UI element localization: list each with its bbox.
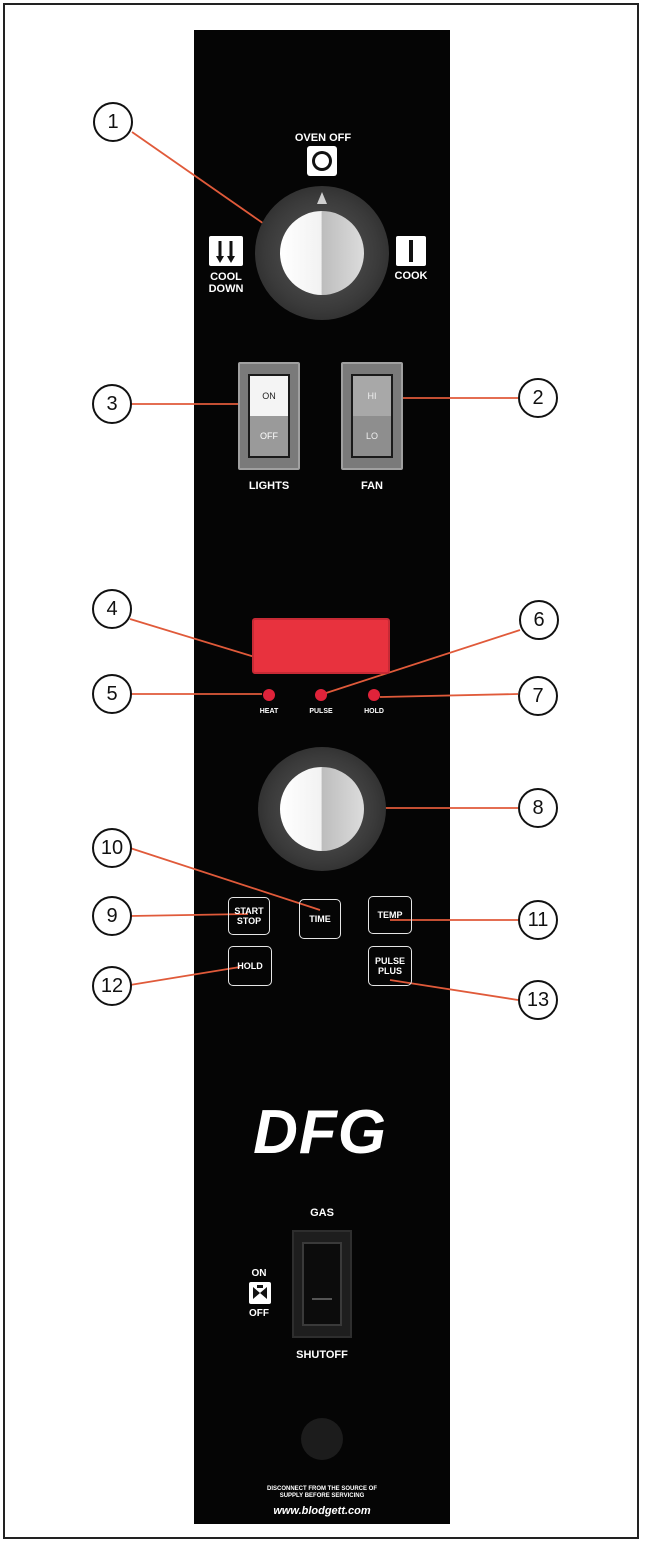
temp-button[interactable]: TEMP xyxy=(368,896,412,934)
oven-off-label: OVEN OFF xyxy=(294,132,352,144)
hold-led xyxy=(368,689,380,701)
hold-button[interactable]: HOLD xyxy=(228,946,272,986)
callout-10: 10 xyxy=(92,828,132,868)
start-stop-button[interactable]: START STOP xyxy=(228,897,270,935)
gas-valve-icon xyxy=(249,1282,271,1304)
gas-label: GAS xyxy=(310,1207,334,1219)
website-url: www.blodgett.com xyxy=(273,1505,371,1517)
gas-shutoff-switch[interactable] xyxy=(302,1242,342,1326)
fan-switch[interactable]: HI LO xyxy=(351,374,393,458)
time-button[interactable]: TIME xyxy=(299,899,341,939)
lights-off-segment: OFF xyxy=(250,416,288,456)
callout-12: 12 xyxy=(92,966,132,1006)
gas-on-label: ON xyxy=(251,1268,267,1279)
cook-label: COOK xyxy=(394,270,428,282)
pulse-label: PULSE xyxy=(309,708,333,715)
digital-display xyxy=(252,618,390,674)
callout-13: 13 xyxy=(518,980,558,1020)
pulse-led xyxy=(315,689,327,701)
heat-label: HEAT xyxy=(259,708,279,715)
shutoff-label: SHUTOFF xyxy=(296,1349,348,1361)
fan-lo-segment: LO xyxy=(353,416,391,456)
callout-2: 2 xyxy=(518,378,558,418)
oven-off-icon xyxy=(307,146,337,176)
service-port xyxy=(301,1418,343,1460)
mode-knob-pointer xyxy=(317,192,327,204)
lights-switch[interactable]: ON OFF xyxy=(248,374,290,458)
callout-5: 5 xyxy=(92,674,132,714)
leader-7 xyxy=(379,693,519,698)
lights-label: LIGHTS xyxy=(248,480,290,492)
leader-4 xyxy=(129,618,259,659)
cool-down-icon xyxy=(209,236,243,266)
cook-icon xyxy=(396,236,426,266)
mode-knob[interactable] xyxy=(280,211,364,295)
cool-down-label: COOL DOWN xyxy=(208,271,244,295)
callout-4: 4 xyxy=(92,589,132,629)
leader-10 xyxy=(129,847,321,911)
leader-6 xyxy=(322,629,521,695)
lights-on-segment: ON xyxy=(250,376,288,416)
heat-led xyxy=(263,689,275,701)
fan-hi-segment: HI xyxy=(353,376,391,416)
callout-7: 7 xyxy=(518,676,558,716)
callout-11: 11 xyxy=(518,900,558,940)
brand-logo: DFG xyxy=(253,1098,387,1167)
callout-3: 3 xyxy=(92,384,132,424)
hold-led-label: HOLD xyxy=(364,708,384,715)
callout-6: 6 xyxy=(519,600,559,640)
warning-text: DISCONNECT FROM THE SOURCE OF SUPPLY BEF… xyxy=(266,1486,377,1499)
control-knob[interactable] xyxy=(280,767,364,851)
fan-label: FAN xyxy=(361,480,383,492)
pulse-plus-button[interactable]: PULSE PLUS xyxy=(368,946,412,986)
gas-off-label: OFF xyxy=(249,1308,269,1319)
leader-12 xyxy=(129,966,241,986)
callout-1: 1 xyxy=(93,102,133,142)
callout-9: 9 xyxy=(92,896,132,936)
callout-8: 8 xyxy=(518,788,558,828)
